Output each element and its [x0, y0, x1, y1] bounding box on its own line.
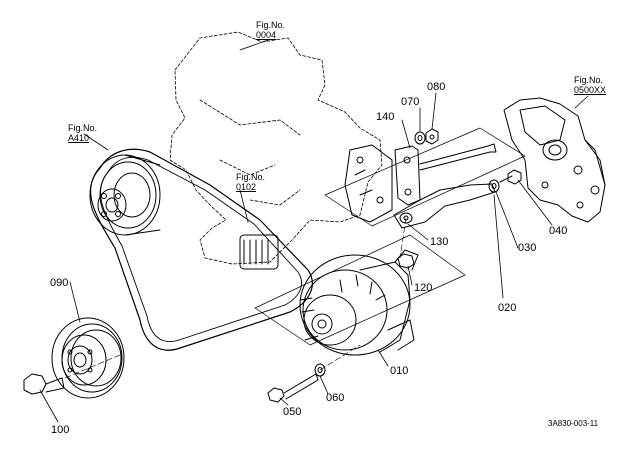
assembly-plane-lower — [254, 234, 466, 346]
engine-inner-line — [199, 99, 301, 206]
part-label-010: 010 — [390, 365, 409, 377]
part-label-040: 040 — [549, 225, 568, 237]
drive-belt — [90, 148, 313, 351]
part-label-090: 090 — [50, 277, 69, 289]
part-label-140: 140 — [376, 111, 395, 123]
part-label-050: 050 — [283, 406, 302, 418]
fig-ref-prefix: Fig.No. — [256, 20, 286, 30]
nut-120 — [397, 253, 415, 269]
part-label-060: 060 — [326, 392, 345, 404]
assembly-plane-upper — [324, 127, 526, 227]
fig-ref-number: A410 — [68, 133, 90, 143]
mounting-bolt — [267, 363, 326, 403]
washer-070 — [414, 131, 426, 145]
drawing-code: 3A830-003-11 — [548, 419, 599, 428]
fig-ref-number: 0500XX — [574, 85, 607, 95]
fig-ref-prefix: Fig.No. — [68, 123, 98, 133]
gear-case-housing — [503, 97, 606, 223]
crank-bolt — [23, 373, 65, 395]
part-label-080: 080 — [427, 81, 446, 93]
crank-pulley — [51, 317, 125, 399]
fig-ref-prefix: Fig.No. — [574, 75, 604, 85]
center-lines — [64, 217, 407, 379]
fan-pulley — [89, 154, 161, 236]
alternator — [299, 249, 419, 356]
fig-ref-number: 0004 — [256, 30, 277, 40]
spacer-030 — [488, 179, 500, 193]
engine-block-outline — [169, 31, 383, 265]
stay-130 — [393, 183, 496, 229]
fig-ref-0102: Fig.No. 0102 — [236, 172, 265, 192]
fig-ref-0004: Fig.No. 0004 — [256, 20, 285, 40]
bracket-140 — [394, 145, 421, 206]
fig-ref-0500XX: Fig.No. 0500XX — [574, 75, 606, 95]
part-label-020: 020 — [498, 302, 517, 314]
part-label-100: 100 — [51, 424, 70, 436]
fig-ref-prefix: Fig.No. — [236, 172, 266, 182]
part-label-120: 120 — [414, 282, 433, 294]
part-label-130: 130 — [430, 236, 449, 248]
drive-belt-inner — [100, 156, 302, 342]
part-label-030: 030 — [518, 242, 537, 254]
long-bolt — [419, 143, 497, 171]
crankshaft-nose — [239, 234, 279, 270]
part-label-070: 070 — [401, 96, 420, 108]
leader-lines — [39, 39, 589, 423]
engine-front-plate — [344, 144, 393, 223]
nut-080 — [425, 128, 439, 145]
bolt-040 — [499, 169, 522, 185]
fig-ref-number: 0102 — [236, 182, 257, 192]
fig-ref-A410: Fig.No. A410 — [68, 123, 97, 143]
